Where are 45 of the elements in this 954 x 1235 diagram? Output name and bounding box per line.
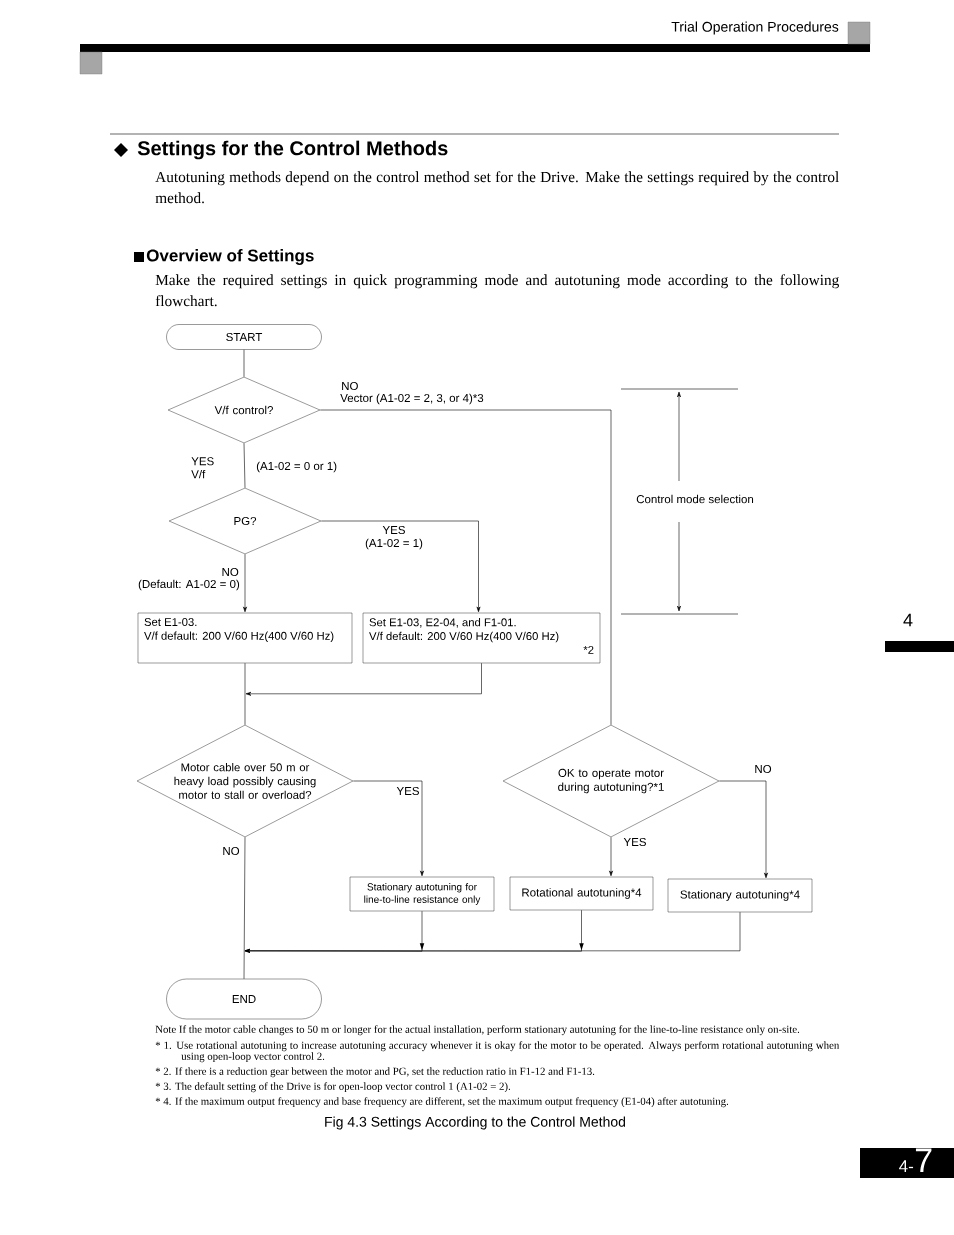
figure-caption: Fig 4.3 Settings According to the Control Method [325, 1116, 626, 1130]
connector [245, 662, 482, 696]
connector [609, 836, 613, 877]
connector [244, 662, 246, 726]
condition-label: (A1-02 = 1) [365, 538, 423, 550]
edge-label: NO [755, 764, 772, 774]
subsection-heading: Overview of Settings [146, 249, 314, 265]
footnote-text: * 4. If the maximum output frequency and base frequency are different, set the maximum output frequency (E1-04) after autotuning. [155, 1097, 729, 1108]
dimension-label: Control mode selection [636, 494, 754, 504]
process-box: Set E1-03. V/f default: 200 V/60 Hz(400 V/60 Hz) [137, 612, 353, 664]
connector [243, 442, 246, 489]
edge-label: NO [222, 567, 239, 577]
connector [718, 780, 768, 879]
header-text: Trial Operation Procedures [671, 21, 839, 35]
condition-label: (Default: A1-02 = 0) [138, 579, 240, 591]
connector [319, 409, 612, 726]
connector [244, 911, 741, 953]
page-number: 4- [899, 1160, 914, 1172]
process-box: Stationary autotuning for line-to-line resistance only [349, 876, 495, 912]
connector [243, 349, 245, 378]
process-box: Set E1-03, E2-04, and F1-01. V/f default: 200 V/60 Hz(400 V/60 Hz) *2 [362, 612, 601, 664]
process-box: Rotational autotuning*4 [509, 876, 654, 911]
edge-label: YES V/f [191, 457, 214, 479]
footnote-text: * 1. Use rotational autotuning to increase autotuning accuracy whenever it is okay for the motor to be operated. Always perform rotational autotuning when using open-loop vector control 2. [155, 1041, 840, 1063]
chapter-number: 4 [903, 613, 913, 627]
condition-label: Vector (A1-02 = 2, 3, or 4)*3 [340, 393, 484, 405]
edge-label: YES [382, 525, 405, 535]
condition-label: (A1-02 = 0 or 1) [256, 461, 337, 473]
paragraph: Autotuning methods depend on the control method set for the Drive. Make the settings required by the control method. [155, 171, 839, 204]
connector [243, 836, 246, 980]
edge-label: YES [396, 786, 419, 796]
edge-label: NO [342, 381, 358, 391]
connector [352, 780, 424, 877]
edge-label: YES [623, 837, 646, 847]
footnote-text: * 3. The default setting of the Drive is for open-loop vector control 1 (A1-02 = 2). [155, 1082, 510, 1093]
process-box: Stationary autotuning*4 [667, 878, 813, 913]
connector [243, 553, 247, 613]
edge-label: NO [223, 846, 240, 856]
footnote-text: * 2. If there is a reduction gear between the motor and PG, set the reduction ratio in F1-12 and F1-13. [155, 1067, 595, 1078]
page-number: 7 [915, 1148, 932, 1172]
paragraph: Make the required settings in quick programming mode and autotuning mode according to the following flowchart. [155, 274, 839, 307]
section-title: Settings for the Control Methods [137, 140, 448, 160]
terminal-box: START [166, 324, 322, 350]
connector [320, 520, 481, 613]
terminal-box: END [166, 978, 322, 1020]
